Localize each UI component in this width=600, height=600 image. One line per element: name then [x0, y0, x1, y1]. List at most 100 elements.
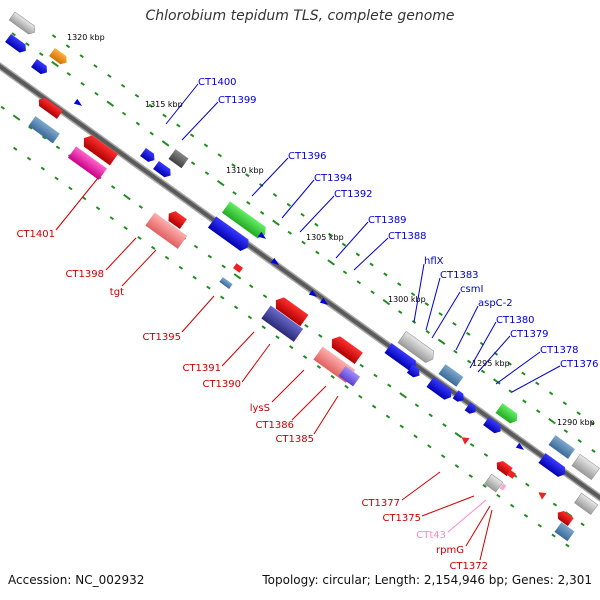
gene-label[interactable]: CT1401 — [16, 229, 55, 240]
scale-tick — [135, 121, 141, 126]
gene-label[interactable]: CT1400 — [198, 77, 237, 88]
scale-tick — [40, 166, 45, 171]
gene-arrow[interactable] — [5, 33, 29, 55]
gene-label[interactable]: CT1395 — [142, 332, 181, 343]
scale-tick — [28, 125, 33, 130]
gene-label[interactable]: CT1389 — [368, 215, 407, 226]
gene-label[interactable]: CT1372 — [449, 561, 488, 572]
gene-arrow[interactable] — [483, 416, 503, 436]
gene-label[interactable]: CT1391 — [182, 363, 221, 374]
gene-arrow[interactable] — [145, 212, 188, 249]
gene-label[interactable]: CT1383 — [440, 270, 479, 281]
scale-tick — [425, 329, 430, 334]
gene-arrow[interactable] — [384, 343, 419, 373]
gene-label[interactable]: CT1396 — [288, 151, 327, 162]
gene-label[interactable]: CT1377 — [361, 498, 400, 509]
gene-arrow[interactable] — [406, 364, 423, 380]
gene-label[interactable]: CT1379 — [510, 329, 549, 340]
scale-tick — [454, 464, 460, 469]
scale-tick — [344, 384, 349, 389]
gene-arrow[interactable] — [31, 58, 50, 76]
scale-tick — [442, 423, 447, 428]
gene-arrow[interactable] — [140, 147, 157, 164]
gene-arrow[interactable] — [80, 132, 119, 166]
gene-arrow[interactable] — [49, 47, 69, 67]
gene-label[interactable]: CT1380 — [496, 315, 535, 326]
scale-tick — [121, 111, 127, 116]
gene-arrow[interactable] — [36, 96, 63, 119]
gene-label[interactable]: csmI — [460, 284, 483, 295]
gene-label[interactable]: CT1399 — [218, 95, 257, 106]
gene-arrow[interactable] — [554, 522, 575, 542]
gene-arrow[interactable] — [308, 289, 319, 300]
scale-tick — [289, 345, 294, 350]
gene-label[interactable]: CT1390 — [202, 379, 241, 390]
gene-label[interactable]: CT1386 — [255, 420, 294, 431]
gene-arrow[interactable] — [515, 442, 526, 453]
scale-tick — [551, 533, 556, 538]
scale-tick — [120, 83, 126, 88]
gene-arrow[interactable] — [153, 160, 173, 180]
gene-arrow[interactable] — [464, 402, 479, 416]
gene-label[interactable]: tgt — [110, 287, 124, 298]
gene-arrow[interactable] — [319, 297, 330, 308]
gene-arrow[interactable] — [571, 453, 600, 481]
gene-label[interactable]: CT1388 — [388, 231, 427, 242]
gene-label[interactable]: hflX — [424, 256, 444, 267]
scale-tick — [246, 200, 251, 205]
gene-label[interactable]: rpmG — [436, 545, 464, 556]
gene-label[interactable]: CT1392 — [334, 189, 373, 200]
gene-arrow[interactable] — [536, 489, 547, 500]
gene-arrow[interactable] — [506, 469, 516, 479]
gene-arrow[interactable] — [168, 149, 189, 169]
gene-arrow[interactable] — [165, 209, 187, 230]
gene-label[interactable]: aspC-2 — [478, 298, 513, 309]
gene-arrow[interactable] — [499, 483, 507, 491]
scale-tick — [467, 359, 472, 364]
scale-tick — [327, 259, 335, 266]
gene-label[interactable]: CT1385 — [275, 434, 314, 445]
scale-tick — [13, 146, 18, 151]
gene-arrow[interactable] — [221, 201, 269, 240]
gene-label[interactable]: CT1378 — [540, 345, 579, 356]
gene-label[interactable]: CT1376 — [560, 359, 599, 370]
gene-label[interactable]: CTt43 — [416, 530, 446, 541]
gene-arrow[interactable] — [207, 216, 252, 253]
gene-arrow[interactable] — [495, 403, 520, 426]
gene-arrow[interactable] — [452, 390, 467, 404]
gene-arrow[interactable] — [426, 377, 454, 402]
gene-arrow[interactable] — [73, 98, 84, 109]
gene-label[interactable]: CT1398 — [65, 269, 104, 280]
gene-arrow[interactable] — [538, 453, 568, 479]
scale-tick — [510, 503, 515, 508]
gene-arrow[interactable] — [328, 333, 363, 365]
gene-arrow[interactable] — [397, 330, 437, 365]
scale-tick — [272, 219, 280, 226]
gene-arrow[interactable] — [233, 263, 243, 273]
gene-arrow[interactable] — [67, 146, 107, 180]
gene-arrow[interactable] — [272, 294, 309, 327]
gene-arrow[interactable] — [270, 257, 281, 268]
scale-tick — [137, 235, 142, 240]
gene-label[interactable]: lysS — [250, 403, 270, 414]
gene-arrow[interactable] — [8, 11, 38, 36]
gene-label[interactable]: CT1394 — [314, 173, 353, 184]
gene-arrow[interactable] — [574, 492, 599, 515]
scale-tick — [41, 135, 47, 140]
gene-arrow[interactable] — [219, 277, 233, 289]
scale-tick — [51, 60, 59, 68]
gene-arrow[interactable] — [438, 364, 464, 387]
forward-gene-labels: CT1400 CT1399 CT1396 CT1394 CT1392 CT138… — [198, 77, 599, 370]
scale-tick — [233, 273, 242, 280]
gene-arrow[interactable] — [459, 434, 470, 445]
gene-arrow[interactable] — [338, 366, 361, 387]
scale-tick — [164, 255, 170, 260]
gene-label[interactable]: CT1375 — [382, 513, 421, 524]
gene-arrow[interactable] — [548, 435, 575, 459]
gene-arrow[interactable] — [484, 473, 504, 493]
gene-arrow[interactable] — [555, 509, 574, 527]
gene-arrow[interactable] — [257, 231, 268, 242]
scale-tick — [162, 113, 167, 118]
gene-arrow[interactable] — [28, 116, 60, 144]
gene-arrow[interactable] — [261, 305, 304, 342]
